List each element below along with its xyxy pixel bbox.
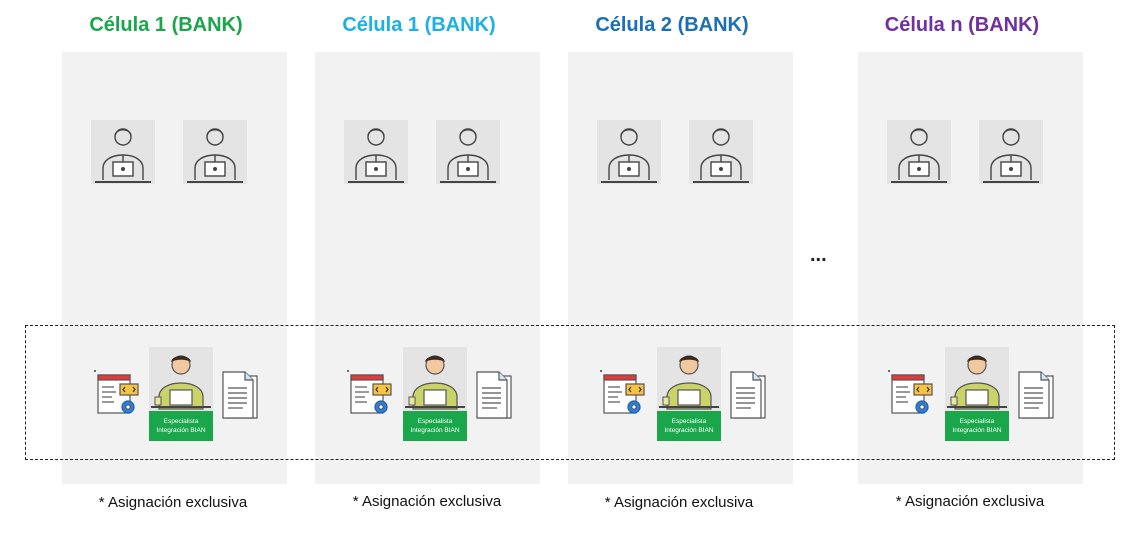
developer-at-laptop-icon <box>344 120 408 184</box>
code-settings-icon <box>594 365 650 421</box>
specialist-badge-line2: Integración BIAN <box>410 427 460 434</box>
developer-at-laptop-icon <box>689 120 753 184</box>
document-icon <box>1017 370 1057 422</box>
cell-caption-1: * Asignación exclusiva <box>98 494 248 511</box>
document-icon <box>475 370 515 422</box>
specialist-badge-line1: Especialista <box>959 418 995 425</box>
code-settings-icon <box>882 365 938 421</box>
specialist-bian: Especialista Integración BIAN <box>149 347 213 441</box>
specialist-badge-line1: Especialista <box>671 418 707 425</box>
specialist-badge-line2: Integración BIAN <box>952 427 1002 434</box>
specialist-badge: Especialista Integración BIAN <box>657 411 721 441</box>
cell-caption-3: * Asignación exclusiva <box>604 494 754 511</box>
specialist-bian: Especialista Integración BIAN <box>945 347 1009 441</box>
specialist-badge: Especialista Integración BIAN <box>945 411 1009 441</box>
cell-title-3: Célula 2 (BANK) <box>595 14 749 36</box>
developer-at-laptop-icon <box>887 120 951 184</box>
specialist-icon <box>945 347 1009 411</box>
specialist-badge: Especialista Integración BIAN <box>149 411 213 441</box>
specialist-icon <box>657 347 721 411</box>
cell-title-2: Célula 1 (BANK) <box>342 14 496 36</box>
more-cells-ellipsis: ... <box>810 244 827 266</box>
developer-at-laptop-icon <box>597 120 661 184</box>
developer-at-laptop-icon <box>91 120 155 184</box>
specialist-badge-line1: Especialista <box>417 418 453 425</box>
specialist-badge-line1: Especialista <box>163 418 199 425</box>
specialist-badge-line2: Integración BIAN <box>156 427 206 434</box>
document-icon <box>221 370 261 422</box>
developer-at-laptop-icon <box>183 120 247 184</box>
developer-at-laptop-icon <box>979 120 1043 184</box>
specialist-row-highlight <box>25 325 1115 460</box>
specialist-badge-line2: Integración BIAN <box>664 427 714 434</box>
developer-at-laptop-icon <box>436 120 500 184</box>
specialist-badge: Especialista Integración BIAN <box>403 411 467 441</box>
cell-caption-4: * Asignación exclusiva <box>895 493 1045 510</box>
specialist-bian: Especialista Integración BIAN <box>403 347 467 441</box>
cell-title-1: Célula 1 (BANK) <box>89 14 243 36</box>
specialist-icon <box>149 347 213 411</box>
specialist-bian: Especialista Integración BIAN <box>657 347 721 441</box>
code-settings-icon <box>88 365 144 421</box>
cell-caption-2: * Asignación exclusiva <box>352 493 502 510</box>
code-settings-icon <box>341 365 397 421</box>
document-icon <box>729 370 769 422</box>
specialist-icon <box>403 347 467 411</box>
cell-title-4: Célula n (BANK) <box>884 14 1040 36</box>
